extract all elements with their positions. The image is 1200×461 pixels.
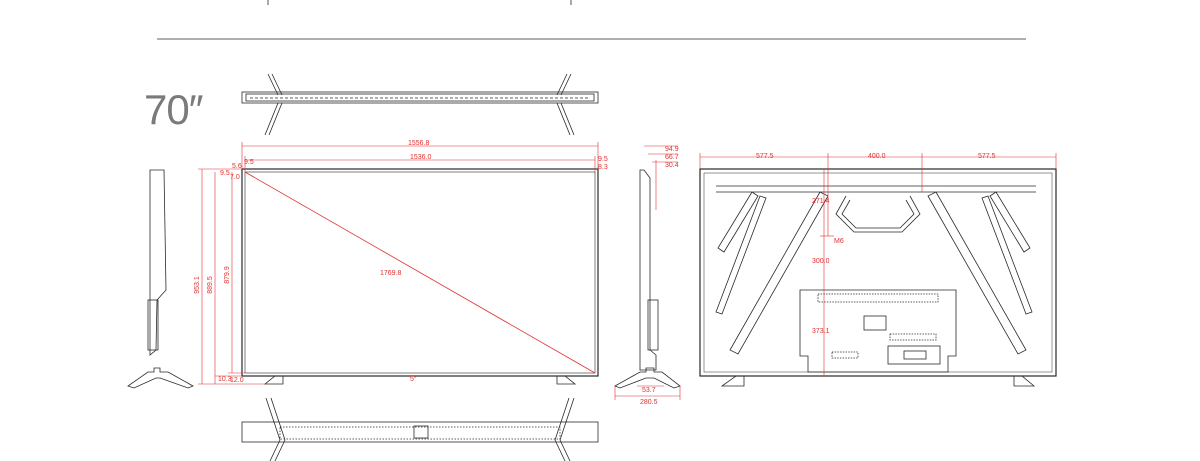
dim-depth-a: 94.9: [665, 146, 679, 153]
diagonal-line: [244, 171, 596, 374]
back-electronics-panel: [799, 289, 957, 373]
top-view-stand-leg-left-lower: [264, 102, 283, 136]
dim-back-left-width: 577.5: [756, 153, 774, 160]
bottom-view-port: [413, 425, 429, 439]
front-view: 1556.8 1536.0 9.5 5.6 9.5 8.3 9.5 7.0 17…: [194, 140, 608, 385]
back-rib-right-upper: [989, 191, 1031, 253]
front-screen-panel: [244, 171, 596, 374]
dim-back-vesa-height: 300.0: [812, 258, 830, 265]
dim-depth-c: 30.4: [665, 162, 679, 169]
back-brace-left: [729, 191, 829, 355]
back-port-connector: [903, 350, 927, 360]
front-screen-frame: [241, 168, 599, 377]
dim-screen-width: 1536.0: [410, 154, 432, 161]
back-stand-foot-left: [720, 375, 745, 387]
back-vesa-bracket-inner: [841, 199, 915, 229]
bottom-view-leg-right-upper: [554, 397, 575, 441]
dim-back-vesa-width: 400.0: [868, 153, 886, 160]
top-view-stand-leg-right-lower: [556, 102, 575, 136]
dim-screen-height: 879.9: [224, 266, 231, 284]
dim-overall-height: 953.1: [194, 276, 201, 294]
bottom-view-vents: [279, 426, 561, 440]
dim-bezel-top-b: 7.0: [230, 174, 240, 181]
dim-back-lower-height: 373.1: [812, 328, 830, 335]
top-view-body: [241, 91, 599, 104]
front-stand-foot-right: [556, 375, 577, 385]
right-side-back-module: [647, 299, 659, 351]
back-rib-left-upper: [717, 191, 759, 253]
dim-bezel-left-b: 5.6: [232, 163, 242, 170]
dim-stand-spacing: 5″: [410, 376, 417, 383]
back-vent-grille-low: [831, 351, 859, 359]
bottom-view: [241, 397, 599, 461]
dim-back-screw: M6: [834, 238, 844, 245]
dim-diagonal: 1769.8: [380, 270, 402, 277]
back-stand-foot-right: [1013, 375, 1036, 387]
bottom-view-leg-left-upper: [265, 397, 286, 441]
top-view: [241, 73, 599, 136]
back-frame-inner: [703, 172, 1053, 373]
dim-bezel-right-a: 9.5: [598, 156, 608, 163]
front-stand-foot-left: [263, 375, 284, 385]
back-rib-right-long: [981, 195, 1033, 315]
top-view-stand-leg-left-upper: [267, 73, 283, 96]
bottom-view-body: [241, 421, 599, 443]
top-view-inner: [245, 93, 595, 102]
dim-foot-depth: 12.0: [230, 377, 244, 384]
back-vent-grille-top: [817, 293, 939, 303]
dim-height-with-stand: 889.5: [207, 276, 214, 294]
back-vesa-bracket: [835, 195, 921, 233]
dim-overall-width: 1556.8: [408, 140, 430, 147]
top-view-stand-leg-right-upper: [556, 73, 572, 96]
dim-bezel-right-b: 8.3: [598, 164, 608, 171]
left-side-view: [127, 169, 194, 389]
back-rib-left-long: [715, 195, 767, 315]
right-side-stand: [614, 367, 681, 389]
back-port-bay: [887, 345, 941, 365]
back-frame: [699, 168, 1057, 377]
back-view: 577.5 400.0 577.5 271.4 M6 300.0 373.1: [699, 153, 1057, 387]
right-side-profile: [639, 169, 657, 371]
model-size-label: 70′′: [144, 86, 203, 133]
right-side-view: 94.9 66.7 30.4 53.7 280.5: [614, 145, 681, 406]
dim-foot-height: 10.3: [218, 376, 232, 383]
bottom-view-leg-right-lower: [554, 439, 571, 461]
dim-bezel-left-a: 9.5: [244, 159, 254, 166]
dim-back-upper-offset: 271.4: [812, 198, 830, 205]
dim-stand-depth: 280.5: [640, 399, 658, 406]
dim-depth-b: 66.7: [665, 154, 679, 161]
back-label-plate: [863, 315, 887, 331]
left-side-back-module: [147, 299, 159, 351]
back-vent-grille-mid: [889, 333, 937, 341]
bottom-view-leg-left-lower: [269, 439, 286, 461]
left-side-profile: [149, 169, 167, 356]
dim-bezel-top: 9.5: [220, 170, 230, 177]
left-side-stand: [127, 367, 194, 389]
dim-back-right-width: 577.5: [978, 153, 996, 160]
dim-foot-width: 53.7: [642, 387, 656, 394]
back-brace-right: [927, 191, 1027, 355]
